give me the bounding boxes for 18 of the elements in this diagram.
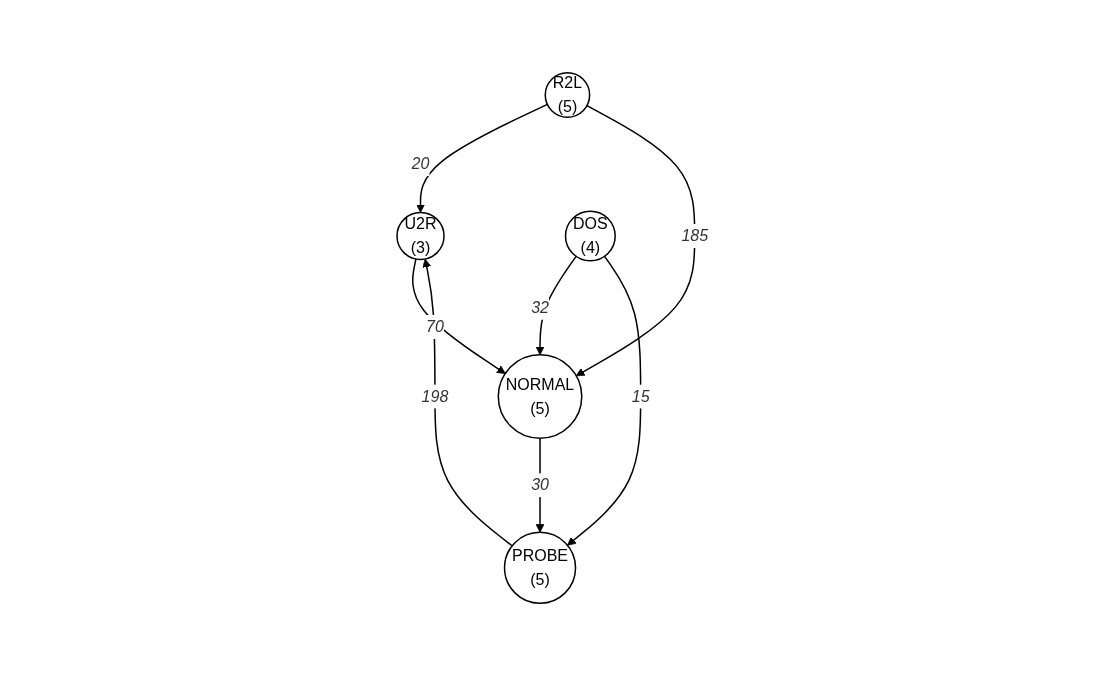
edge-label: 30 (531, 476, 550, 494)
node-circle: U2R (3) (396, 212, 446, 261)
edge-label: 70 (426, 318, 445, 336)
arrow (422, 259, 514, 547)
edge-label: 20 (412, 155, 430, 173)
edge-label: 32 (531, 299, 550, 317)
arrow (412, 258, 507, 375)
node-circle: PROBE (5) (504, 531, 577, 605)
arrow (567, 255, 642, 546)
edge-label: 185 (681, 227, 709, 245)
node-circle: R2L (5) (544, 72, 591, 119)
edge-label: 15 (632, 387, 650, 405)
arrow (536, 255, 578, 356)
arrow (576, 105, 696, 377)
edge-label: 198 (422, 387, 449, 405)
node-circle: NORMAL (5) (498, 354, 583, 440)
arrow (416, 104, 549, 214)
node-circle: DOS (4) (565, 210, 617, 262)
